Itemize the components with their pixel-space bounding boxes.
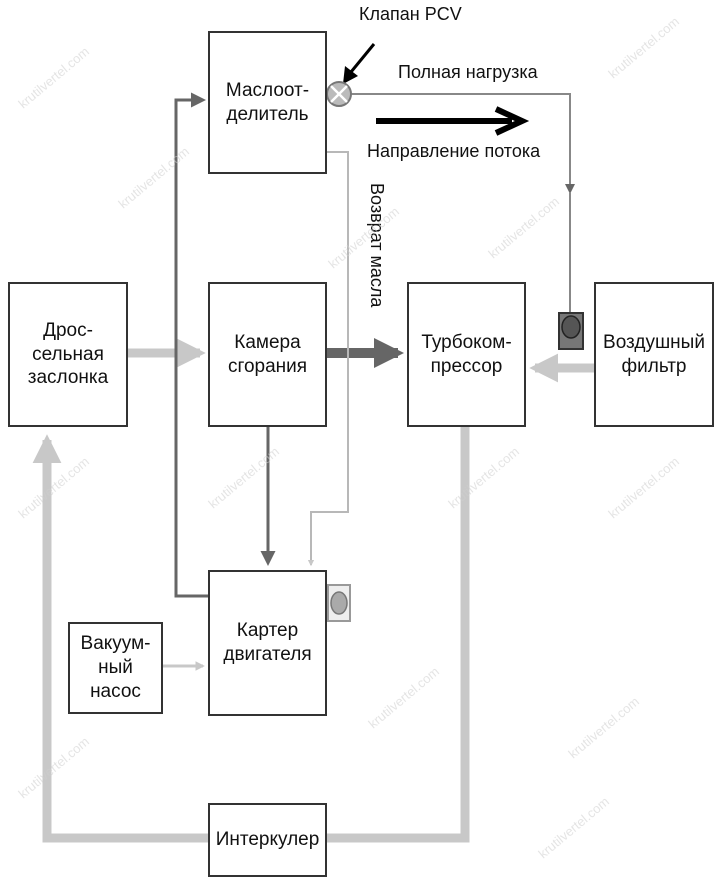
combustion-chamber-box: Камера сгорания xyxy=(208,282,327,427)
throttle-box: Дрос- сельная заслонка xyxy=(8,282,128,427)
crankcase-to-separator-arrow xyxy=(174,92,208,598)
air-filter-label: Воздушный фильтр xyxy=(603,331,705,377)
crankcase-box: Картер двигателя xyxy=(208,570,327,716)
check-valve-icon xyxy=(558,312,584,350)
oil-separator-label: Маслоот- делитель xyxy=(225,79,310,125)
flow-direction-label: Направление потока xyxy=(367,141,541,161)
full-load-label: Полная нагрузка xyxy=(398,62,538,82)
turbocharger-box: Турбоком- прессор xyxy=(407,282,526,427)
flow-direction-arrowhead xyxy=(494,106,530,136)
air-filter-box: Воздушный фильтр xyxy=(594,282,714,427)
oil-separator-box: Маслоот- делитель xyxy=(208,31,327,174)
oil-return-label: Возврат масла xyxy=(367,183,387,308)
pcv-valve-label: Клапан PCV xyxy=(359,4,462,24)
throttle-label: Дрос- сельная заслонка xyxy=(27,319,109,389)
intercooler-label: Интеркулер xyxy=(215,829,320,851)
turbocharger-label: Турбоком- прессор xyxy=(421,331,512,377)
crankcase-valve-icon xyxy=(327,584,351,622)
vacuum-pump-box: Вакуум- ный насос xyxy=(68,622,163,714)
oil-return-line xyxy=(307,151,349,567)
vacuum-pump-label: Вакуум- ный насос xyxy=(80,633,151,702)
intercooler-to-throttle-arrow xyxy=(32,434,208,843)
intercooler-box: Интеркулер xyxy=(208,803,327,877)
full-load-line xyxy=(350,93,575,194)
turbo-to-intercooler-line xyxy=(327,426,470,843)
pcv-pointer-arrow xyxy=(349,43,376,73)
combustion-chamber-label: Камера сгорания xyxy=(227,331,308,377)
crankcase-label: Картер двигателя xyxy=(223,620,312,665)
pcv-valve-icon xyxy=(326,81,352,107)
pcv-pointer-arrowhead xyxy=(343,66,358,84)
